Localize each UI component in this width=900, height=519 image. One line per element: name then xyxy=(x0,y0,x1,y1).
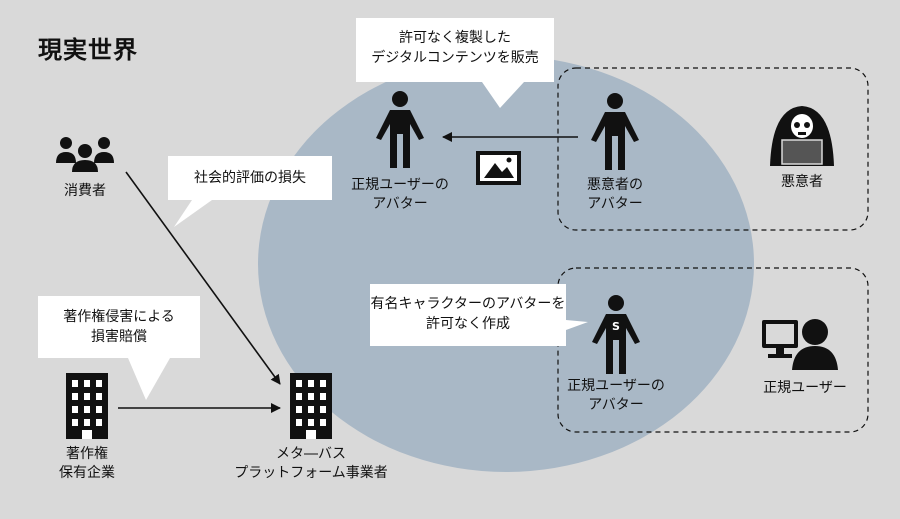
platform-building-icon xyxy=(290,373,332,439)
malicious-avatar-label-line-1: 悪意者の xyxy=(587,177,643,193)
bubble-damages-line-1: 著作権侵害による xyxy=(63,309,175,325)
legit-user-label-line-1: 正規ユーザー xyxy=(763,380,847,396)
malicious-user-label: 悪意者 xyxy=(762,173,842,192)
bubble-copy-sell xyxy=(356,18,554,108)
platform-label-line-2: プラットフォーム事業者 xyxy=(234,465,388,481)
consumer-group-icon xyxy=(56,137,114,172)
image-icon xyxy=(476,151,521,185)
bubble-unauthorized-avatar-text: 有名キャラクターのアバターを 許可なく作成 xyxy=(370,294,566,334)
bubble-reputation-line-1: 社会的評価の損失 xyxy=(194,170,306,186)
rights-holder-label-line-1: 著作権 xyxy=(66,446,108,462)
legit-avatar-top-label-line-2: アバター xyxy=(372,196,428,212)
legit-avatar-bottom-icon xyxy=(592,295,640,374)
bubble-damages-line-2: 損害賠償 xyxy=(91,329,147,345)
bubble-copy-sell-line-2: デジタルコンテンツを販売 xyxy=(371,50,539,66)
metaverse-region xyxy=(258,56,754,472)
computer-user-icon xyxy=(762,319,838,370)
rights-holder-building-icon xyxy=(66,373,108,439)
legit-avatar-top-label-line-1: 正規ユーザーの xyxy=(351,177,449,193)
legit-avatar-bottom-label-line-1: 正規ユーザーの xyxy=(567,378,665,394)
platform-label-line-1: メタ―バス xyxy=(276,446,346,462)
malicious-group-box xyxy=(557,67,869,231)
malicious-avatar-label: 悪意者の アバター xyxy=(565,176,665,214)
bubble-unauthorized-avatar xyxy=(370,284,588,346)
consumer-label: 消費者 xyxy=(45,182,125,201)
malicious-avatar-label-line-2: アバター xyxy=(587,196,643,212)
malicious-user-label-line-1: 悪意者 xyxy=(781,174,823,190)
legit-avatar-bottom-label: 正規ユーザーの アバター xyxy=(556,377,676,415)
legit-avatar-top-label: 正規ユーザーの アバター xyxy=(340,176,460,214)
legit-avatar-top-icon xyxy=(376,91,424,168)
bubble-reputation-text: 社会的評価の損失 xyxy=(168,168,332,188)
bubble-unauthorized-avatar-line-2: 許可なく作成 xyxy=(426,316,510,332)
legit-group-box xyxy=(557,267,869,433)
consumer-label-line-1: 消費者 xyxy=(64,183,106,199)
platform-label: メタ―バス プラットフォーム事業者 xyxy=(226,445,396,483)
bubble-unauthorized-avatar-line-1: 有名キャラクターのアバターを xyxy=(370,296,566,312)
hacker-icon xyxy=(770,106,834,166)
legit-avatar-bottom-label-line-2: アバター xyxy=(588,397,644,413)
malicious-avatar-icon xyxy=(591,93,639,170)
bubble-copy-sell-line-1: 許可なく複製した xyxy=(399,30,511,46)
bubble-copy-sell-text: 許可なく複製した デジタルコンテンツを販売 xyxy=(356,28,554,68)
legit-user-label: 正規ユーザー xyxy=(750,379,860,398)
page-title: 現実世界 xyxy=(38,36,138,64)
arrow-consumer-to-platform xyxy=(125,171,281,385)
bubble-reputation xyxy=(168,156,332,227)
avatar-badge: S xyxy=(612,320,620,333)
rights-holder-label-line-2: 保有企業 xyxy=(59,465,115,481)
bubble-damages xyxy=(38,296,200,400)
rights-holder-label: 著作権 保有企業 xyxy=(37,445,137,483)
bubble-damages-text: 著作権侵害による 損害賠償 xyxy=(38,307,200,347)
